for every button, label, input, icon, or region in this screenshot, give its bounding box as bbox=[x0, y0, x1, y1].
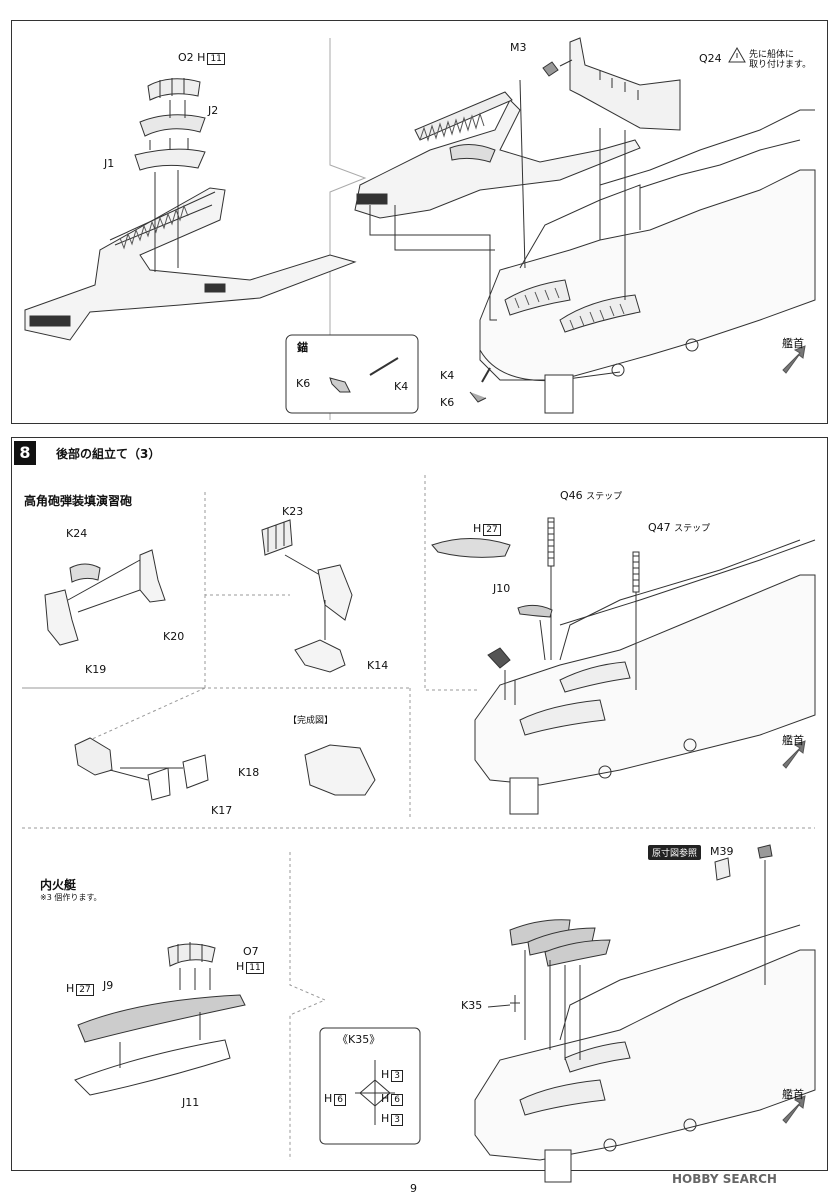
part-q46 bbox=[547, 517, 555, 567]
label-j1: J1 bbox=[104, 157, 115, 170]
anchor-box-title: 錨 bbox=[297, 341, 308, 354]
part-h27-boat bbox=[431, 538, 511, 558]
part-k23 bbox=[261, 519, 293, 556]
bow-arrow-icon-2 bbox=[782, 740, 806, 769]
deck-part-right bbox=[354, 99, 641, 219]
q24-note: 先に船体に 取り付けます。 bbox=[749, 50, 812, 70]
label-k23: K23 bbox=[282, 505, 304, 518]
label-k19: K19 bbox=[85, 663, 107, 676]
label-q24: Q24 bbox=[699, 52, 722, 65]
label-k17: K17 bbox=[211, 804, 233, 817]
part-j2 bbox=[139, 114, 206, 137]
label-q47: Q47 ステップ bbox=[648, 521, 711, 535]
completed-assembly bbox=[304, 744, 376, 796]
part-o2 bbox=[147, 78, 201, 101]
part-j11 bbox=[74, 1039, 231, 1096]
boat-note: ※3 個作ります。 bbox=[40, 893, 102, 902]
boat-section-title: 内火艇 bbox=[40, 878, 77, 892]
bow-arrow-icon-3 bbox=[782, 1095, 806, 1124]
label-k6-ship: K6 bbox=[440, 396, 455, 409]
deck-part-left bbox=[24, 187, 357, 341]
label-j2: J2 bbox=[208, 104, 219, 117]
part-o7 bbox=[167, 943, 216, 967]
part-k20 bbox=[139, 549, 166, 603]
step-number: 8 bbox=[14, 441, 36, 465]
label-k18: K18 bbox=[238, 766, 260, 779]
label-m39: M39 bbox=[710, 845, 734, 858]
bow-label-2: 艦首 bbox=[782, 734, 804, 747]
gun-section-title: 高角砲弾装填演習砲 bbox=[24, 494, 133, 508]
bow-label-3: 艦首 bbox=[782, 1088, 804, 1101]
label-o7: O7 bbox=[243, 945, 259, 958]
hull-step8-bottom bbox=[474, 949, 816, 1161]
label-j9: J9 bbox=[103, 979, 114, 992]
k35-box bbox=[319, 1027, 421, 1145]
part-j10 bbox=[517, 604, 553, 618]
label-k24: K24 bbox=[66, 527, 88, 540]
label-k14: K14 bbox=[367, 659, 389, 672]
bow-label-1: 艦首 bbox=[782, 337, 804, 350]
part-k14 bbox=[294, 639, 346, 673]
part-m39 bbox=[757, 844, 773, 859]
part-k17 bbox=[147, 767, 171, 801]
page-number: 9 bbox=[410, 1182, 417, 1195]
label-k35: K35 bbox=[461, 999, 483, 1012]
label-q46: Q46 ステップ bbox=[560, 489, 623, 503]
watermark: HOBBY SEARCH bbox=[672, 1172, 777, 1186]
anchor-box bbox=[285, 334, 419, 414]
label-k20: K20 bbox=[163, 630, 185, 643]
k35-box-title: 《K35》 bbox=[337, 1033, 381, 1046]
part-j1 bbox=[134, 148, 206, 171]
bow-arrow-icon-1 bbox=[782, 345, 806, 374]
label-m3: M3 bbox=[510, 41, 527, 54]
label-j10: J10 bbox=[493, 582, 511, 595]
step-title: 後部の組立て（3） bbox=[56, 447, 161, 461]
label-k4-ship: K4 bbox=[440, 369, 455, 382]
anchor-box-k6: K6 bbox=[296, 377, 311, 390]
part-k19 bbox=[44, 589, 79, 646]
full-scale-badge: 原寸図参照 bbox=[648, 845, 702, 860]
part-k24 bbox=[69, 563, 101, 583]
anchor-box-k4: K4 bbox=[394, 380, 409, 393]
completed-label: 【完成図】 bbox=[288, 716, 334, 726]
part-k18 bbox=[182, 754, 209, 789]
part-m3 bbox=[542, 61, 559, 77]
label-j11: J11 bbox=[182, 1096, 200, 1109]
part-j9 bbox=[77, 994, 246, 1043]
